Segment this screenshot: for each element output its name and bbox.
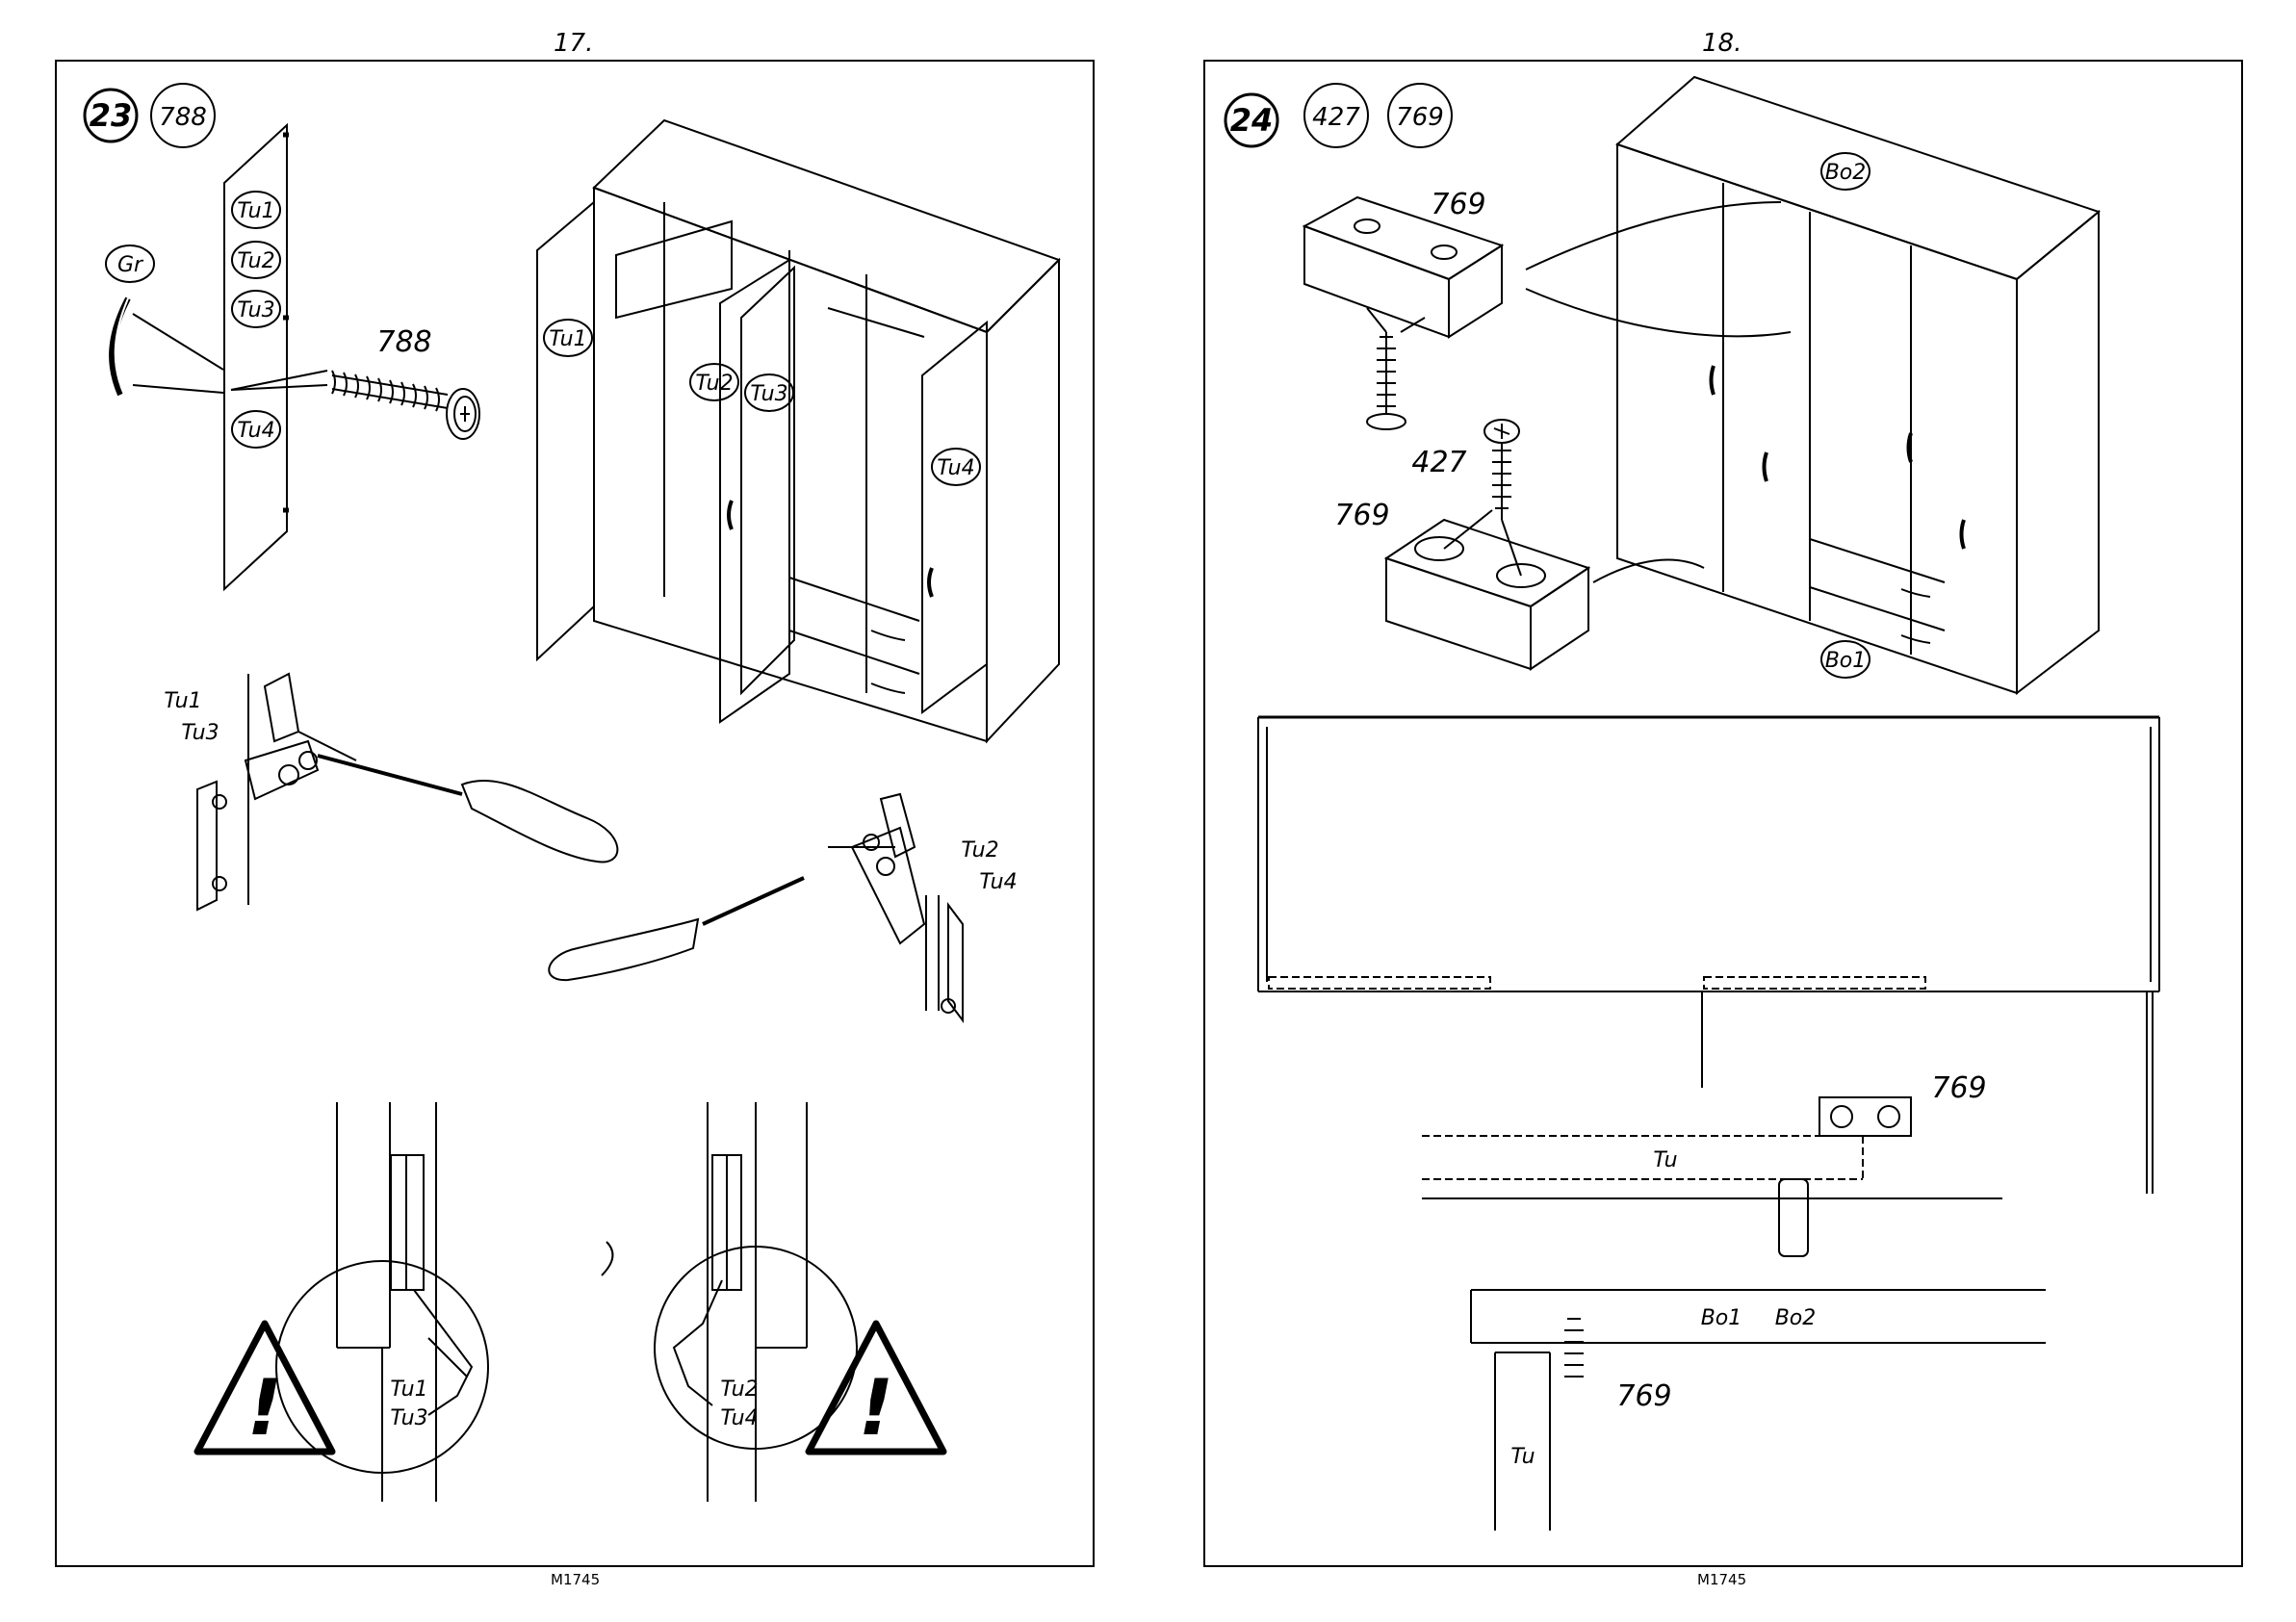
svg-text:788: 788 [159, 103, 207, 132]
svg-text:Bo2: Bo2 [1825, 161, 1867, 185]
svg-text:!: ! [859, 1363, 893, 1453]
svg-text:427: 427 [1312, 103, 1360, 132]
svg-text:769: 769 [1431, 188, 1485, 221]
hinge-closeup-right: Tu2 Tu4 [655, 1102, 857, 1502]
svg-text:Tu2: Tu2 [961, 838, 998, 862]
svg-text:Tu2: Tu2 [720, 1377, 758, 1402]
open-wardrobe: Tu1 Tu2 Tu3 Tu4 [537, 120, 1059, 741]
svg-text:Tu1: Tu1 [549, 327, 586, 351]
bottom-detail-769: Bo1 Bo2 769 Tu [1471, 1290, 2046, 1531]
block-769-lower: 769 [1334, 499, 1704, 669]
svg-text:769: 769 [1396, 103, 1444, 132]
step-23-badge: 23 [85, 90, 137, 142]
svg-text:Tu1: Tu1 [390, 1377, 427, 1402]
part-769-callout: 769 [1388, 84, 1452, 147]
door-panel: Tu1 Tu2 Tu3 Tu4 [224, 125, 289, 589]
svg-text:788: 788 [376, 325, 431, 359]
svg-text:Bo1: Bo1 [1701, 1306, 1742, 1330]
svg-text:!: ! [247, 1363, 282, 1453]
svg-text:Tu4: Tu4 [979, 870, 1017, 894]
handle-gr: Gr [106, 245, 223, 395]
svg-text:Tu3: Tu3 [750, 382, 787, 406]
svg-text:23: 23 [90, 97, 133, 134]
svg-text:Tu1: Tu1 [237, 199, 274, 223]
svg-text:Tu4: Tu4 [237, 419, 274, 443]
svg-text:Tu: Tu [1510, 1445, 1535, 1469]
warning-icon-right: ! [809, 1324, 943, 1453]
svg-text:Tu3: Tu3 [237, 298, 274, 322]
svg-text:Tu4: Tu4 [937, 456, 974, 480]
svg-text:Tu2: Tu2 [237, 249, 274, 273]
svg-text:Tu3: Tu3 [390, 1406, 427, 1430]
svg-text:Tu2: Tu2 [695, 372, 733, 396]
arc-mark [602, 1242, 612, 1275]
svg-text:Bo1: Bo1 [1825, 649, 1867, 673]
warning-icon-left: ! [197, 1324, 332, 1453]
closed-wardrobe: Bo2 Bo1 [1617, 77, 2099, 693]
svg-text:Gr: Gr [117, 253, 144, 277]
footer-code-left: M1745 [551, 1571, 600, 1588]
svg-text:769: 769 [1931, 1071, 1986, 1105]
svg-text:Tu: Tu [1653, 1148, 1677, 1172]
block-769-upper: 769 [1304, 188, 1791, 429]
part-427-callout: 427 [1304, 84, 1368, 147]
svg-text:Tu4: Tu4 [720, 1406, 758, 1430]
svg-text:Tu3: Tu3 [181, 721, 219, 745]
hinge-adjust-tu2-tu4: Tu2 Tu4 [549, 794, 1017, 1020]
screw-427: 427 [1411, 420, 1519, 520]
svg-text:Tu1: Tu1 [164, 689, 201, 713]
svg-text:Bo2: Bo2 [1775, 1306, 1817, 1330]
section-view [1258, 717, 2159, 1194]
footer-code-right: M1745 [1697, 1571, 1746, 1588]
part-788-callout: 788 [151, 84, 215, 147]
svg-text:769: 769 [1616, 1379, 1671, 1413]
hinge-adjust-tu1-tu3: Tu1 Tu3 [164, 674, 617, 910]
svg-text:24: 24 [1230, 102, 1274, 139]
svg-text:769: 769 [1334, 499, 1389, 532]
svg-text:427: 427 [1411, 446, 1466, 479]
step-24-badge: 24 [1225, 94, 1277, 146]
door-detail-769: 769 Tu [1422, 1071, 2002, 1256]
hinge-closeup-left: Tu1 Tu3 [276, 1102, 488, 1502]
